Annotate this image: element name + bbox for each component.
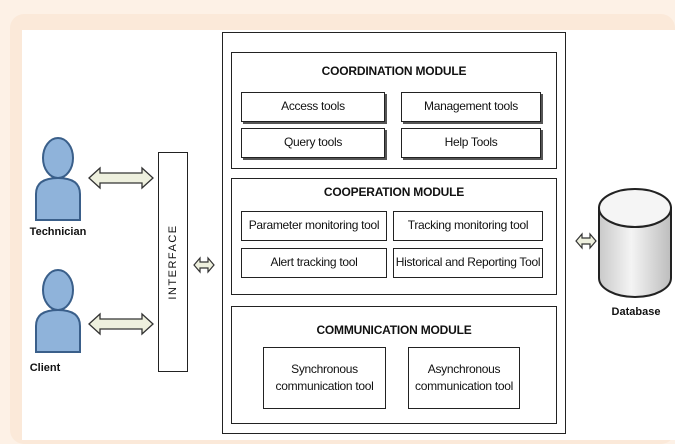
- interface-box: INTERFACE: [158, 152, 188, 372]
- technician-actor-icon: [35, 137, 81, 221]
- database-icon: [598, 188, 672, 298]
- interface-system-arrow: [193, 256, 215, 274]
- asynchronous-communication-tool-box: Asynchronous communication tool: [408, 347, 520, 409]
- query-tools-box: Query tools: [241, 128, 385, 158]
- tracking-monitoring-tool-box: Tracking monitoring tool: [393, 211, 543, 241]
- management-tools-box: Management tools: [401, 92, 541, 122]
- access-tools-box: Access tools: [241, 92, 385, 122]
- interface-label: INTERFACE: [167, 224, 179, 300]
- technician-interface-arrow: [88, 166, 154, 190]
- system-database-arrow: [575, 232, 597, 250]
- database-label: Database: [611, 306, 661, 318]
- help-tools-box: Help Tools: [401, 128, 541, 158]
- client-actor-icon: [35, 269, 81, 353]
- coordination-module-title: COORDINATION MODULE: [321, 64, 467, 78]
- synchronous-communication-tool-box: Synchronous communication tool: [263, 347, 386, 409]
- technician-label: Technician: [29, 226, 87, 238]
- client-interface-arrow: [88, 312, 154, 336]
- client-label: Client: [29, 362, 61, 374]
- alert-tracking-tool-box: Alert tracking tool: [241, 248, 387, 278]
- communication-module-title: COMMUNICATION MODULE: [316, 323, 472, 337]
- parameter-monitoring-tool-box: Parameter monitoring tool: [241, 211, 387, 241]
- cooperation-module-title: COOPERATION MODULE: [323, 185, 465, 199]
- historical-reporting-tool-box: Historical and Reporting Tool: [393, 248, 543, 278]
